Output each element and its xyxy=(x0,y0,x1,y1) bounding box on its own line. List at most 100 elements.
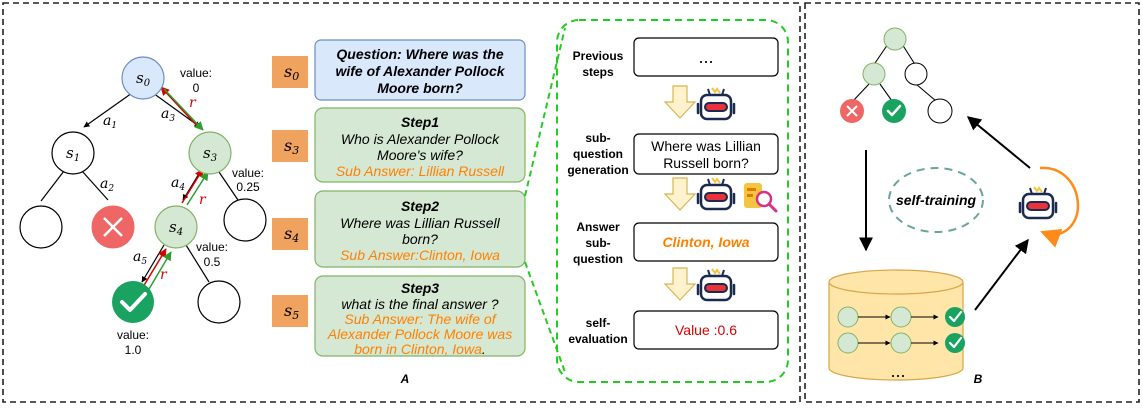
previous-steps-text: ... xyxy=(698,47,713,67)
state-tag-label: s4 xyxy=(284,224,299,245)
question-box xyxy=(314,39,526,101)
answer-text: Clinton, Iowa xyxy=(662,234,749,250)
eval-box xyxy=(633,310,779,350)
process-label: question xyxy=(573,252,623,266)
robot-icon xyxy=(696,267,736,302)
panel-b-label: B xyxy=(974,372,983,386)
robot-icon xyxy=(1018,185,1058,220)
step-question: Who is Alexander Pollock xyxy=(341,131,500,147)
root-node xyxy=(121,56,165,100)
down-arrow-icon xyxy=(664,177,696,211)
step-question: what is the final answer ? xyxy=(341,296,498,312)
question-line: Moore born? xyxy=(377,80,463,96)
panel-b: self-training ... xyxy=(828,27,1080,381)
process-label: steps xyxy=(582,65,614,79)
tree-node xyxy=(927,98,953,124)
state-tag-label: s0 xyxy=(284,62,299,83)
leaf-node xyxy=(223,198,267,242)
step-answer: Sub Answer: Lillian Russell xyxy=(336,163,505,179)
process-label: evaluation xyxy=(568,332,627,346)
step-title: Step3 xyxy=(401,280,439,296)
process-label: Answer xyxy=(576,220,620,234)
step-question: Moore's wife? xyxy=(377,147,463,163)
action-label: a1 xyxy=(103,113,117,131)
check-icon xyxy=(886,104,902,117)
db-ellipsis: ... xyxy=(890,361,905,381)
root-label: s0 xyxy=(136,69,151,89)
process-label: sub- xyxy=(585,236,610,250)
step-answer: Sub Answer:Clinton, Iowa xyxy=(340,247,500,263)
previous-steps-box xyxy=(633,37,779,77)
step-answer: born in Clinton, Iowa. xyxy=(354,341,486,357)
database-icon xyxy=(828,269,964,381)
tree-node xyxy=(904,62,928,86)
action-label: a3 xyxy=(161,106,175,124)
state-tag-label: s3 xyxy=(284,136,299,157)
state-tag xyxy=(272,218,308,250)
step-title: Step1 xyxy=(401,114,439,130)
robot-icon xyxy=(696,176,736,211)
loop-arrow xyxy=(1039,166,1080,248)
leaf-node xyxy=(19,205,63,249)
answer-box xyxy=(633,222,779,262)
search-tree: s0 s1 s3 s4 a1 a2 a3 a4 a5 r r r value: … xyxy=(19,56,267,357)
reward-label: r xyxy=(189,95,197,111)
value-number: 0 xyxy=(193,81,200,95)
self-training-ellipse xyxy=(888,167,984,233)
reward-label: r xyxy=(199,192,207,208)
node-s3 xyxy=(188,131,232,175)
step-answer: Sub Answer: The wife of xyxy=(344,311,497,327)
robot-icon xyxy=(696,86,736,121)
step-question: born? xyxy=(402,231,438,247)
value-label: value: xyxy=(180,66,212,80)
self-training-label: self-training xyxy=(896,192,977,208)
tree-node xyxy=(883,27,907,51)
node-s4 xyxy=(154,205,198,249)
sub-question-text: Where was Lillian xyxy=(651,138,761,154)
value-label: value: xyxy=(232,166,264,180)
steps-column: s0 s3 s4 s5 Question: Where was the wife… xyxy=(272,39,526,357)
step2-box xyxy=(314,190,526,268)
state-tag xyxy=(272,130,308,162)
action-label: a4 xyxy=(171,175,185,193)
search-tool-icon xyxy=(744,183,778,213)
value-label: value: xyxy=(196,240,228,254)
panel-b-frame xyxy=(804,2,1140,403)
process-label: generation xyxy=(567,163,628,177)
step-title: Step2 xyxy=(401,198,439,214)
action-label: a5 xyxy=(133,249,147,267)
cross-icon xyxy=(846,105,858,117)
eval-text: Value :0.6 xyxy=(675,322,737,338)
tree-node xyxy=(862,62,886,86)
cross-icon xyxy=(103,217,123,237)
panel-a-frame xyxy=(2,2,801,403)
s1-label: s1 xyxy=(66,144,80,164)
down-arrow-icon xyxy=(664,267,696,301)
reward-label: r xyxy=(160,267,168,283)
value-label: value: xyxy=(117,328,149,342)
step1-box xyxy=(314,107,526,183)
sub-question-box xyxy=(633,133,779,175)
step3-box xyxy=(314,275,526,357)
sub-question-text: Russell born? xyxy=(663,155,749,171)
state-tag-label: s5 xyxy=(284,301,299,322)
success-node xyxy=(112,281,154,323)
process-label: self- xyxy=(586,316,611,330)
node-s1 xyxy=(51,131,95,175)
leaf-node xyxy=(197,280,241,324)
process-label: Previous xyxy=(573,49,624,63)
process-label: sub- xyxy=(585,131,610,145)
state-tag xyxy=(272,56,308,88)
zoom-line xyxy=(524,261,566,373)
value-number: 0.5 xyxy=(204,255,221,269)
process-frame xyxy=(556,19,789,383)
zoom-line xyxy=(524,27,566,197)
value-number: 1.0 xyxy=(125,343,142,357)
value-number: 0.25 xyxy=(236,180,260,194)
state-tag xyxy=(272,295,308,327)
s3-label: s3 xyxy=(203,144,217,164)
down-arrow-icon xyxy=(664,85,696,119)
question-line: wife of Alexander Pollock xyxy=(335,63,505,79)
check-icon xyxy=(120,292,147,312)
